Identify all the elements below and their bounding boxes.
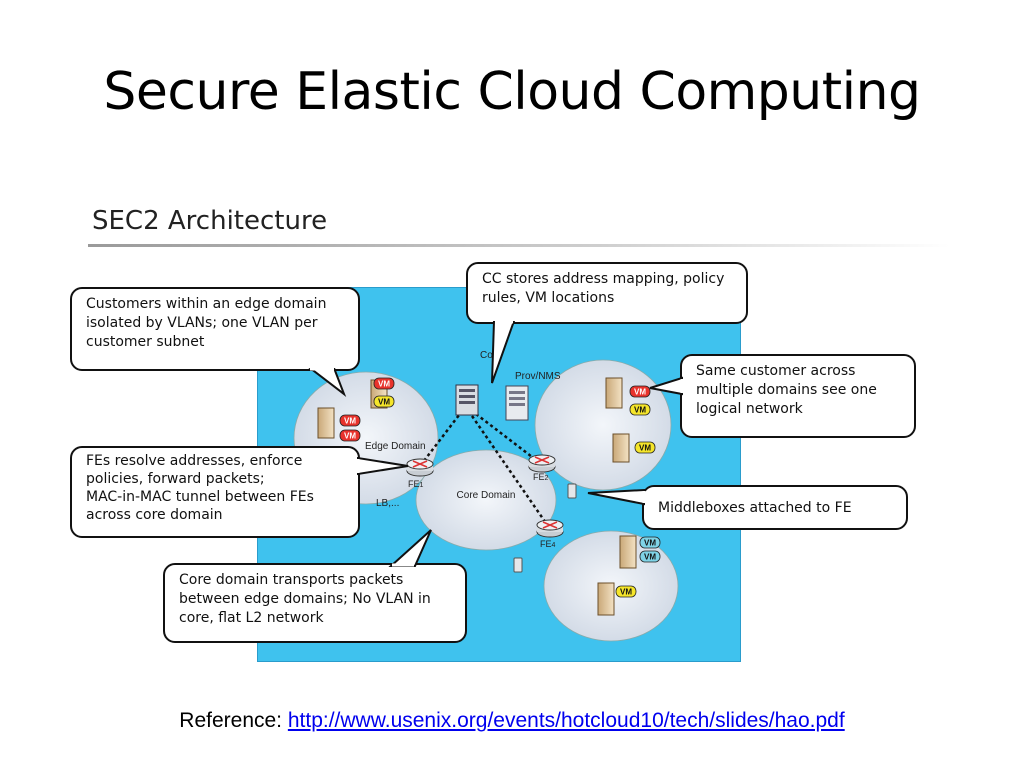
host-server-icon-4	[612, 433, 630, 463]
vm-badges: VM VM VM VM VM VM VM VM VM VM	[339, 377, 661, 598]
prov-nms-label: Prov/NMS	[515, 371, 561, 382]
core-domain-label: Core Domain	[457, 490, 516, 501]
fe4-label: FE4	[540, 539, 556, 549]
lb-label: LB,...	[376, 498, 399, 509]
svg-text:VM: VM	[634, 406, 646, 415]
core-domain	[415, 449, 557, 551]
vm-badge-1: VM	[373, 377, 395, 390]
callout-middleboxes: Middleboxes attached to FE	[642, 485, 908, 530]
edge-domain-label: Edge Domain	[365, 441, 426, 452]
svg-text:VM: VM	[644, 553, 656, 562]
reference-label: Reference:	[179, 709, 288, 732]
host-server-icon-5	[619, 535, 637, 569]
host-server-icon-3	[605, 377, 623, 409]
reference-line: Reference: http://www.usenix.org/events/…	[0, 709, 1024, 733]
vm-badge-4: VM	[339, 429, 361, 442]
vm-badge-5: VM	[629, 385, 651, 398]
callout-fes-resolve: FEs resolve addresses, enforce policies,…	[70, 446, 360, 538]
callout-core-transport: Core domain transports packets between e…	[163, 563, 467, 643]
vm-badge-6: VM	[629, 403, 651, 416]
callout-same-customer-tail	[649, 376, 684, 396]
svg-text:VM: VM	[378, 398, 390, 407]
fe2-router-icon	[528, 454, 556, 473]
svg-text:VM: VM	[344, 432, 356, 441]
host-server-icon-2	[317, 407, 335, 439]
fe4-router-icon	[536, 519, 564, 538]
svg-text:VM: VM	[634, 388, 646, 397]
callout-cc-stores: CC stores address mapping, policy rules,…	[466, 262, 748, 324]
callout-customers-tail	[308, 368, 347, 397]
middlebox-icon-2	[513, 557, 523, 573]
vm-badge-9: VM	[639, 550, 661, 563]
host-server-icon-6	[597, 582, 615, 616]
callout-fes-resolve-tail	[356, 456, 409, 476]
title-divider	[88, 244, 950, 247]
vm-badge-10: VM	[615, 585, 637, 598]
reference-link[interactable]: http://www.usenix.org/events/hotcloud10/…	[287, 709, 845, 732]
vm-badge-7: VM	[634, 441, 656, 454]
fe1-router-icon	[406, 458, 434, 477]
cc-label: Con	[480, 350, 498, 361]
prov-nms-server-icon	[505, 385, 529, 421]
cc-server-icon	[455, 384, 479, 416]
vm-badge-8: VM	[639, 536, 661, 549]
svg-text:VM: VM	[378, 380, 390, 389]
middlebox-icon-1	[567, 483, 577, 499]
callout-middleboxes-tail	[587, 488, 646, 506]
vm-badge-2: VM	[373, 395, 395, 408]
callout-core-transport-tail	[388, 529, 432, 567]
callout-same-customer: Same customer across multiple domains se…	[680, 354, 916, 438]
slide-title: Secure Elastic Cloud Computing	[103, 62, 921, 122]
fe1-label: FE1	[408, 479, 424, 489]
callout-customers: Customers within an edge domain isolated…	[70, 287, 360, 371]
svg-text:VM: VM	[620, 588, 632, 597]
fe2-label: FE2	[533, 472, 549, 482]
vm-badge-3: VM	[339, 414, 361, 427]
svg-text:VM: VM	[344, 417, 356, 426]
svg-text:VM: VM	[639, 444, 651, 453]
svg-text:VM: VM	[644, 539, 656, 548]
controller-links	[419, 405, 550, 527]
section-title: SEC2 Architecture	[92, 206, 328, 236]
callout-cc-stores-tail	[491, 321, 516, 384]
